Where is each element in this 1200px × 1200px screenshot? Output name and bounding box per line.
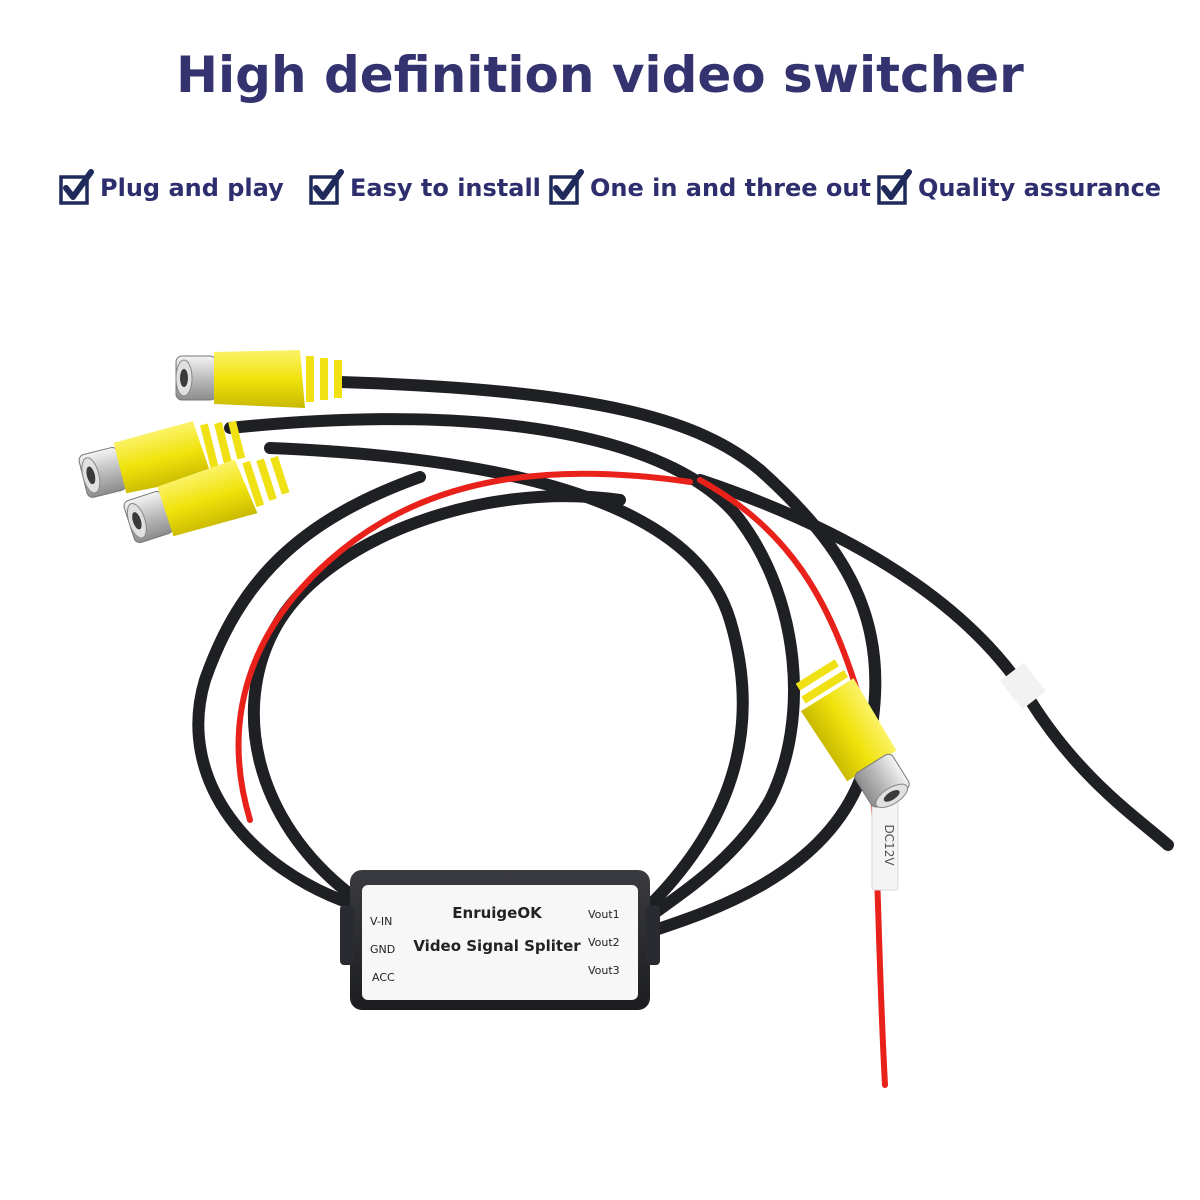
video-splitter-illustration: DC12V <box>78 350 1174 1088</box>
checkbox-checked-icon <box>549 169 584 205</box>
product-photo: DC12V <box>0 240 1200 1200</box>
feature-item-plug-and-play: Plug and play <box>58 160 284 216</box>
rca-connector <box>175 350 342 408</box>
feature-list: Plug and play Easy to install One in and… <box>0 160 1200 220</box>
feature-label: Quality assurance <box>918 174 1162 202</box>
port-label-right: Vout3 <box>588 964 620 977</box>
black-cable <box>224 413 800 931</box>
device-brand: EnruigeOK <box>452 904 543 922</box>
splitter-box: EnruigeOK Video Signal Spliter V-IN GND … <box>340 870 660 1010</box>
black-cable <box>264 442 749 921</box>
port-label-right: Vout1 <box>588 908 620 921</box>
red-wire <box>235 470 693 823</box>
device-name: Video Signal Spliter <box>413 937 581 955</box>
feature-label: Easy to install <box>350 174 541 202</box>
rca-connector <box>78 420 246 498</box>
rca-connector-input <box>795 659 910 809</box>
wire-sleeve <box>1000 662 1046 710</box>
feature-item-one-in-three-out: One in and three out <box>548 160 871 216</box>
rca-connector <box>123 456 290 544</box>
port-label-left: ACC <box>372 971 395 984</box>
black-cable <box>247 490 626 904</box>
port-label-right: Vout2 <box>588 936 620 949</box>
feature-label: One in and three out <box>590 174 871 202</box>
page-title: High definition video switcher <box>176 46 1024 104</box>
feature-item-easy-to-install: Easy to install <box>308 160 541 216</box>
checkbox-checked-icon <box>877 169 912 205</box>
black-cable-group <box>192 376 1174 941</box>
black-cable <box>192 471 426 911</box>
feature-item-quality-assurance: Quality assurance <box>876 160 1161 216</box>
black-cable <box>334 376 882 941</box>
checkbox-checked-icon <box>59 169 94 205</box>
checkbox-checked-icon <box>309 169 344 205</box>
port-label-left: GND <box>370 943 395 956</box>
wire-tag-text: DC12V <box>882 824 896 866</box>
feature-label: Plug and play <box>100 174 284 202</box>
port-label-left: V-IN <box>370 915 392 928</box>
